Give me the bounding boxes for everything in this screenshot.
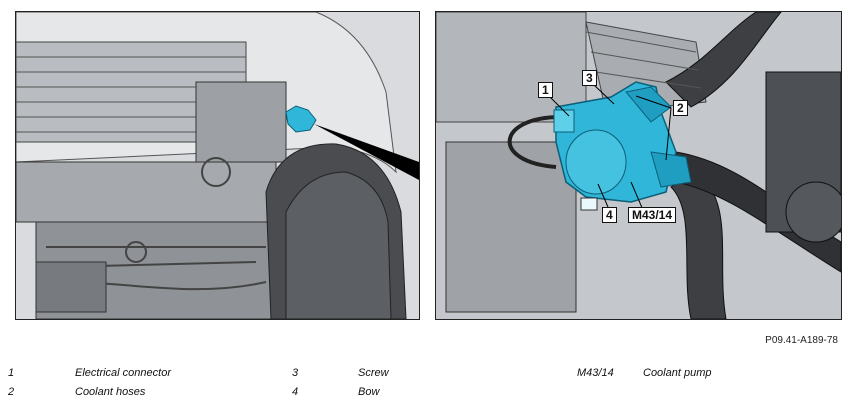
legend-item-1-number: 1 — [8, 367, 15, 379]
coolant-pump-detail-view: 1 3 2 4 M43/14 — [435, 11, 842, 320]
legend-item-4-number: 4 — [292, 386, 299, 398]
coolant-pump-body — [553, 81, 692, 211]
vehicle-front-drawing — [16, 12, 419, 319]
legend-item-5-text: Coolant pump — [643, 367, 712, 379]
callout-4: 4 — [602, 207, 617, 223]
legend-item-3-text: Screw — [358, 367, 389, 379]
figure-reference-code: P09.41-A189-78 — [765, 335, 838, 346]
vehicle-front-overview — [15, 11, 420, 320]
legend-item-5-number: M43/14 — [577, 367, 614, 379]
callout-2: 2 — [673, 100, 688, 116]
zoom-pointer — [314, 124, 419, 180]
detail-drawing — [436, 12, 841, 319]
legend-item-2-number: 2 — [8, 386, 15, 398]
legend-item-4-text: Bow — [358, 386, 380, 398]
pump-location-marker — [285, 105, 317, 133]
callout-1: 1 — [538, 82, 553, 98]
callout-pump: M43/14 — [628, 207, 677, 223]
legend-item-1-text: Electrical connector — [75, 367, 171, 379]
legend-item-2-text: Coolant hoses — [75, 386, 146, 398]
legend-item-3-number: 3 — [292, 367, 299, 379]
callout-3: 3 — [582, 70, 597, 86]
